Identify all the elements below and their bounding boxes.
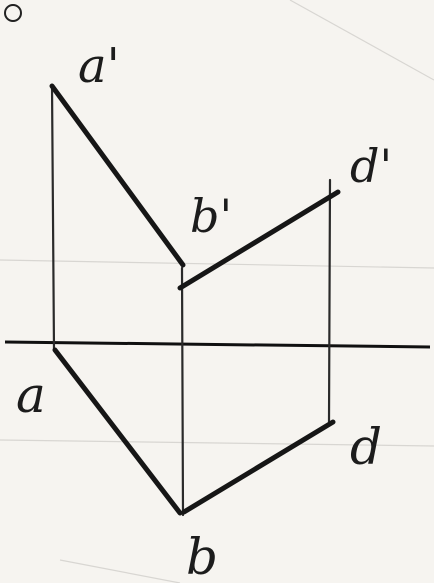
label-d-prime: d' xyxy=(350,139,392,193)
edge-b-d xyxy=(181,419,336,515)
x-axis-line xyxy=(4,340,431,349)
edge-a-prime-b-prime xyxy=(49,83,186,268)
label-b: b xyxy=(186,528,218,583)
edge-b-prime-d-prime xyxy=(177,189,341,291)
faint-guide-2 xyxy=(0,439,434,447)
projector-line-a xyxy=(50,83,56,352)
label-d: d xyxy=(350,418,382,476)
label-a-prime: a' xyxy=(78,38,120,94)
edge-a-b xyxy=(52,347,183,516)
circle-outline-icon xyxy=(4,4,22,22)
projector-line-b xyxy=(180,266,185,517)
label-a: a xyxy=(16,366,46,424)
projector-line-d xyxy=(327,178,332,425)
label-b-prime: b' xyxy=(190,189,232,243)
faint-guide-4 xyxy=(59,559,181,583)
faint-guide-3 xyxy=(289,0,434,81)
